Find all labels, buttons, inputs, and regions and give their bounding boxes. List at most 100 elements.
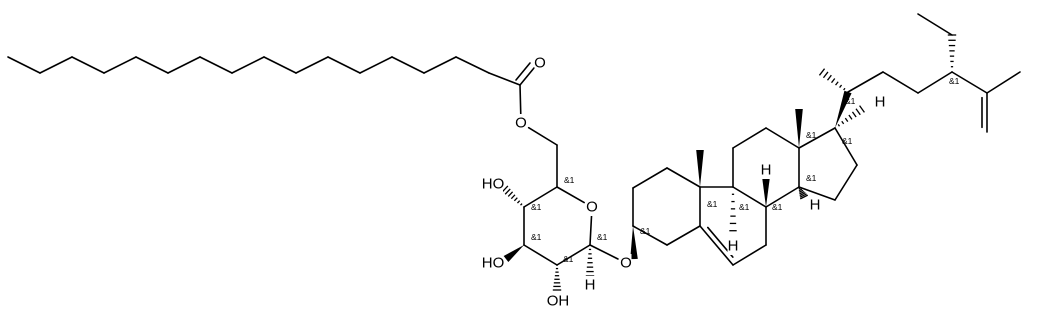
svg-text:O: O	[515, 115, 527, 132]
chain-bond-15	[455, 56, 490, 74]
sugar-c3-hydroxyl-wedge	[503, 245, 524, 262]
hydroxyl-c4-label-background	[483, 175, 503, 193]
ring-b-bond-4	[732, 186, 767, 208]
hydrogen-c14: H	[809, 196, 821, 214]
chain-bond-10	[295, 56, 329, 74]
hydrogen-c9-background	[727, 237, 739, 255]
carbonyl-bond	[519, 67, 535, 86]
svg-text:O: O	[534, 55, 546, 72]
hydrogen-c8-background	[760, 161, 772, 179]
svg-text:H: H	[761, 162, 772, 179]
svg-text:OH: OH	[547, 293, 570, 310]
ring-a-bond-5	[632, 225, 668, 246]
svg-text:HO: HO	[482, 176, 505, 193]
svg-text:HO: HO	[482, 255, 505, 272]
carbonyl-bond-second-line	[515, 62, 531, 81]
hydroxyl-c3-label-background	[483, 254, 503, 272]
atom-label-layer: O O O O HO HO OH H H H H	[482, 54, 886, 310]
sugar-c3-c2-bond	[523, 244, 558, 266]
chain-bond-11	[327, 56, 361, 74]
hydroxyl-c3-label: HO	[482, 254, 505, 272]
svg-text:H: H	[875, 94, 886, 111]
svg-text:H: H	[810, 197, 821, 214]
stereo-marker-sugar-c4: &1	[531, 202, 542, 212]
stereo-marker-c17: &1	[842, 136, 853, 146]
stereo-marker-sugar-c5: &1	[564, 175, 575, 185]
svg-text:H: H	[585, 277, 596, 294]
ring-b-bond-2	[732, 244, 767, 266]
stereo-marker-layer: &1&1&1&1&1&1&1&1&1&1&1&1&1&1	[531, 76, 960, 264]
c8-hydrogen-wedge	[762, 178, 770, 207]
ester-carbonyl-oxygen-background	[534, 54, 546, 72]
sugar-o-c5-bond	[556, 186, 585, 204]
isopropenyl-methyl-bond	[986, 71, 1021, 94]
side-chain-bond-1	[847, 71, 884, 93]
chain-bond-1	[7, 56, 41, 74]
chain-bond-8	[231, 56, 265, 74]
ring-d-bond-1	[798, 186, 836, 201]
c18-methyl-wedge	[795, 109, 803, 148]
chain-bond-2	[39, 56, 73, 74]
ring-c-bond-2	[732, 127, 767, 149]
ester-o-ch2-bond	[527, 126, 558, 146]
chain-bond-13	[391, 56, 425, 74]
ester-oxygen-background	[515, 114, 527, 132]
glycosidic-oxygen: O	[620, 254, 632, 272]
hydrogen-anomeric: H	[584, 276, 596, 294]
sugar-c5-c4-bond	[523, 186, 558, 208]
bond-layer	[7, 13, 1021, 291]
ester-oxygen: O	[515, 114, 527, 132]
c9-hydrogen-hash	[728, 186, 738, 239]
svg-text:O: O	[620, 255, 632, 272]
ring-a-bond-1	[632, 167, 668, 189]
ring-a-bond-4	[666, 225, 701, 246]
ring-c-bond-3	[765, 127, 800, 149]
stereo-marker-c14: &1	[806, 173, 817, 183]
chain-bond-4	[103, 56, 137, 74]
c17-c20-wedge	[835, 90, 852, 128]
hydroxyl-c4-label: HO	[482, 175, 505, 193]
hydroxyl-c2-label: OH	[547, 292, 570, 310]
chain-bond-5	[135, 56, 169, 74]
chain-bond-14	[423, 56, 457, 74]
glycosidic-oxygen-background	[620, 254, 632, 272]
ring-d-bond-2	[834, 164, 858, 201]
c20-methyl-hash	[818, 68, 849, 93]
chain-bond-3	[71, 56, 105, 74]
c17-hydrogen-hash	[834, 105, 865, 129]
ring-d-bond-4	[798, 127, 836, 149]
chain-bond-7	[199, 56, 233, 74]
chain-bond-12	[359, 56, 393, 74]
chain-bond-6	[167, 56, 201, 74]
ester-c-o-bond	[519, 84, 522, 115]
stereo-marker-c8: &1	[772, 202, 783, 212]
sugar-c2-c1-bond	[556, 244, 591, 266]
ring-b-double-bond	[699, 225, 734, 266]
hydrogen-c14-background	[809, 196, 821, 214]
hydrogen-c17: H	[874, 93, 886, 111]
svg-text:H: H	[728, 238, 739, 255]
ring-c-bond-5	[765, 186, 800, 208]
stereo-marker-c20: &1	[845, 96, 856, 106]
ring-oxygen: O	[586, 198, 598, 216]
hydrogen-anomeric-background	[584, 276, 596, 294]
ester-carbonyl-oxygen: O	[534, 54, 546, 72]
c14-hydrogen-hash	[798, 186, 809, 200]
stereo-marker-sugar-c3: &1	[531, 232, 542, 242]
sugar-c1-hydrogen-hash	[585, 244, 595, 277]
hydrogen-c9: H	[727, 237, 739, 255]
stereo-marker-c10: &1	[707, 199, 718, 209]
ring-oxygen-background	[586, 198, 598, 216]
ethyl-bond	[917, 13, 953, 36]
side-chain-bond-3	[917, 71, 953, 94]
ring-d-bond-3	[834, 127, 858, 166]
ring-a-bond-2	[666, 167, 701, 188]
svg-text:O: O	[586, 199, 598, 216]
stereo-marker-c24: &1	[949, 76, 960, 86]
glycosidic-bond-sugar	[589, 244, 619, 260]
stereo-marker-c3: &1	[640, 226, 651, 236]
c24-ethyl-hash	[947, 34, 957, 73]
side-chain-bond-2	[882, 71, 919, 94]
c19-methyl-wedge	[696, 150, 704, 187]
stereo-marker-sugar-c2: &1	[563, 254, 574, 264]
